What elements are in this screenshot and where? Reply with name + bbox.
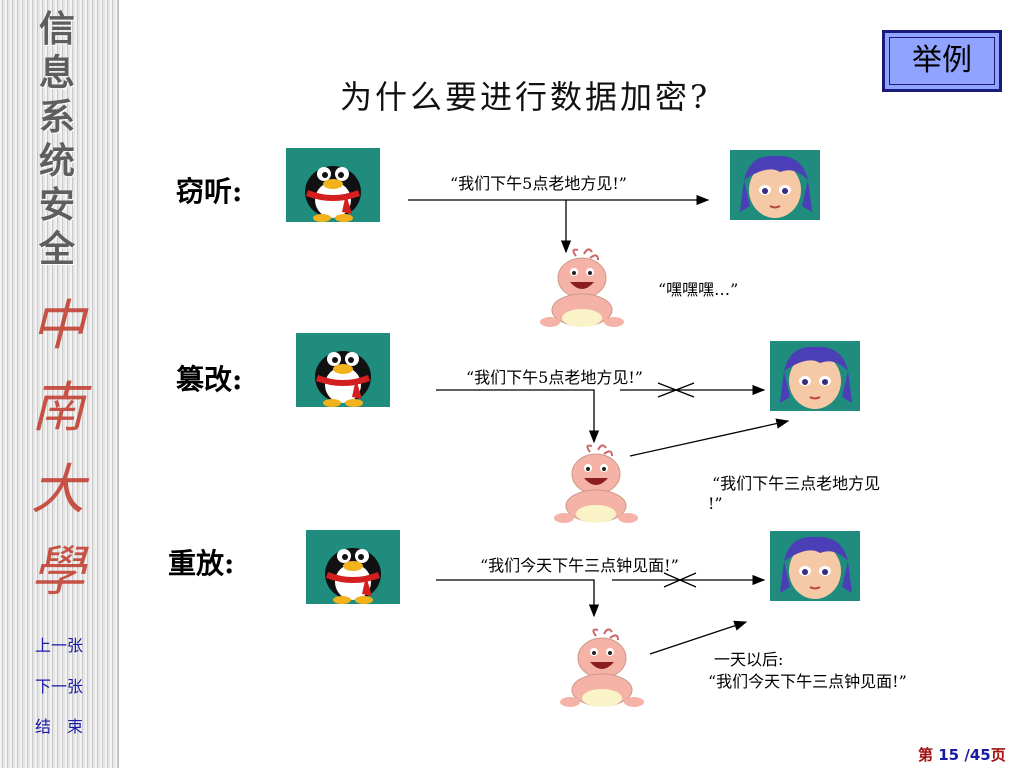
sidebar-title-char: 系 <box>38 97 75 138</box>
sidebar-title-char: 全 <box>38 229 75 270</box>
page-separator: / <box>964 746 970 764</box>
current-page: 15 <box>938 746 960 764</box>
girl-icon <box>770 341 860 411</box>
calligraphy-char: 南 <box>31 376 85 439</box>
baby-icon <box>540 248 624 327</box>
later-label: 一天以后: <box>714 650 784 669</box>
penguin-icon <box>296 333 390 407</box>
sidebar-title-char: 安 <box>38 185 75 226</box>
sidebar-title-char: 信 <box>38 9 75 50</box>
total-pages: 45 <box>969 746 991 764</box>
page-suffix: 页 <box>990 746 1006 764</box>
replayed-message: “我们今天下午三点钟见面!” <box>708 672 907 691</box>
example-badge: 举例 <box>882 30 1002 92</box>
page-title: 为什么要进行数据加密? <box>340 78 711 116</box>
attacker-laugh: “嘿嘿嘿…” <box>658 280 739 299</box>
penguin-icon <box>286 148 380 222</box>
replay-label: 重放: <box>168 547 235 580</box>
sidebar: 信 息 系 统 安 全 中 南 大 學 上一张 下一张 结 束 <box>0 0 119 768</box>
baby-icon <box>560 628 644 707</box>
tamper-label: 篡改: <box>176 363 243 396</box>
prev-slide-link[interactable]: 上一张 <box>34 636 83 655</box>
sidebar-title-char: 息 <box>38 53 75 94</box>
forged-message-line2: !” <box>708 494 723 513</box>
replay-message: “我们今天下午三点钟见面!” <box>480 556 679 575</box>
university-calligraphy: 中 南 大 學 <box>28 285 88 613</box>
end-show-link[interactable]: 结 束 <box>34 717 83 736</box>
forged-message-line1: “我们下午三点老地方见 <box>712 474 881 493</box>
calligraphy-char: 中 <box>31 294 85 357</box>
baby-icon <box>554 444 638 523</box>
sidebar-title-char: 统 <box>38 141 75 182</box>
eavesdrop-message: “我们下午5点老地方见!” <box>450 174 627 193</box>
sidebar-title: 信 息 系 统 安 全 <box>24 8 90 272</box>
penguin-icon <box>306 530 400 604</box>
girl-icon <box>770 531 860 601</box>
page-prefix: 第 <box>918 746 934 764</box>
calligraphy-char: 學 <box>31 540 85 603</box>
page-counter: 第 15 /45页 <box>918 744 1006 765</box>
next-slide-link[interactable]: 下一张 <box>34 677 83 696</box>
calligraphy-char: 大 <box>31 458 85 521</box>
eavesdrop-label: 窃听: <box>176 175 243 208</box>
girl-icon <box>730 150 820 220</box>
tamper-message: “我们下午5点老地方见!” <box>466 368 643 387</box>
